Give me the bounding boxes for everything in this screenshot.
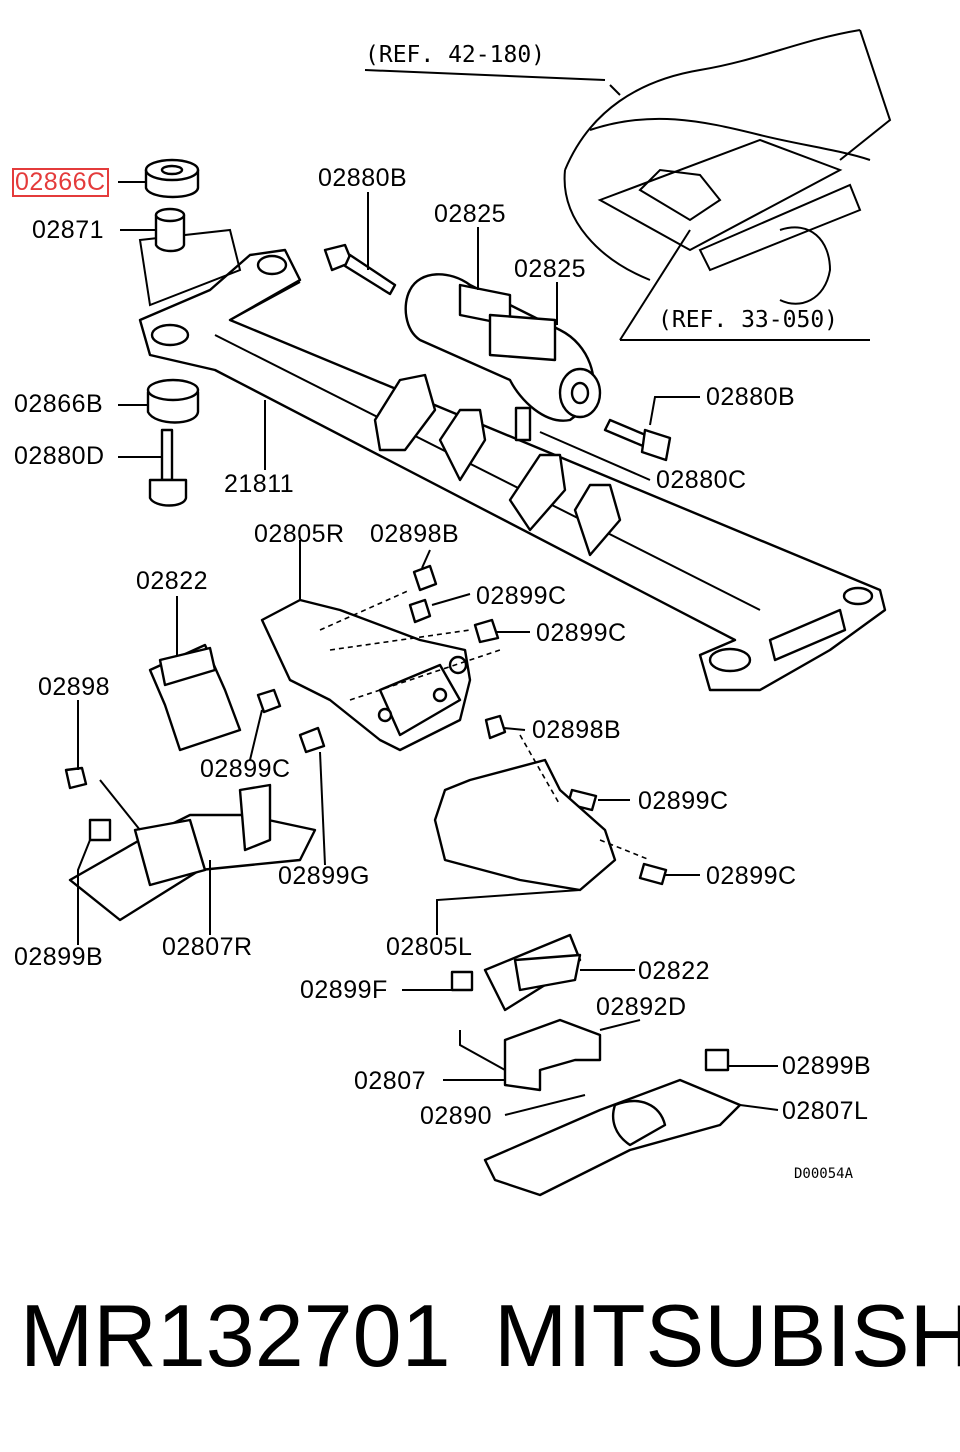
crossmember-drawing xyxy=(138,228,887,692)
callout-02825-a[interactable]: 02825 xyxy=(434,200,507,228)
callout-02899C-1[interactable]: 02899C xyxy=(476,582,567,610)
callout-02805R[interactable]: 02805R xyxy=(254,520,345,548)
insulator-02822-left-drawing xyxy=(148,643,242,752)
reference-label-top: (REF. 42-180) xyxy=(365,42,546,68)
insulator-02825-drawing xyxy=(404,273,602,422)
bolt-02880B-right-drawing xyxy=(603,418,672,462)
callout-02807[interactable]: 02807 xyxy=(354,1067,427,1095)
bracket-02807L-drawing xyxy=(483,1078,742,1197)
callout-02866C[interactable]: 02866C xyxy=(12,168,109,197)
callout-02805L[interactable]: 02805L xyxy=(386,933,473,961)
callout-02899G[interactable]: 02899G xyxy=(278,862,370,890)
callout-02807R[interactable]: 02807R xyxy=(162,933,253,961)
callout-21811[interactable]: 21811 xyxy=(224,470,295,498)
brand-title: MITSUBISHI xyxy=(494,1286,960,1385)
callout-02899C-2[interactable]: 02899C xyxy=(536,619,627,647)
fasteners-drawing xyxy=(64,564,730,1072)
bolt-02880C-drawing xyxy=(514,406,532,442)
callout-02825-b[interactable]: 02825 xyxy=(514,255,587,283)
bolt-02880D-drawing xyxy=(148,428,188,507)
leader-lines xyxy=(77,181,779,1116)
callout-02807L[interactable]: 02807L xyxy=(782,1097,869,1125)
callout-02866B[interactable]: 02866B xyxy=(14,390,104,418)
engine-mount-exploded-diagram xyxy=(64,29,892,1197)
callout-02880B-right[interactable]: 02880B xyxy=(706,383,796,411)
bracket-02805R-drawing xyxy=(260,589,501,752)
bolt-02880B-top-drawing xyxy=(323,243,397,296)
callout-02871[interactable]: 02871 xyxy=(32,216,105,244)
callout-02899B-right[interactable]: 02899B xyxy=(782,1052,872,1080)
callout-02899C-3[interactable]: 02899C xyxy=(200,755,291,783)
bushing-02866C-drawing xyxy=(144,158,200,199)
callout-02899C-5[interactable]: 02899C xyxy=(706,862,797,890)
callout-02899C-4[interactable]: 02899C xyxy=(638,787,729,815)
diagram-code: D00054A xyxy=(794,1166,854,1182)
callout-02898[interactable]: 02898 xyxy=(38,673,111,701)
callout-02890[interactable]: 02890 xyxy=(420,1102,493,1130)
vehicle-reference-inset xyxy=(364,29,892,341)
callout-02898B-top[interactable]: 02898B xyxy=(370,520,460,548)
callout-02880C[interactable]: 02880C xyxy=(656,466,747,494)
callout-02899B-left[interactable]: 02899B xyxy=(14,943,104,971)
bracket-02805L-drawing xyxy=(433,734,651,892)
callout-02899F[interactable]: 02899F xyxy=(300,976,388,1004)
part-number-title: MR132701 xyxy=(20,1286,451,1385)
callout-02880B-top[interactable]: 02880B xyxy=(318,164,408,192)
callout-02880D[interactable]: 02880D xyxy=(14,442,105,470)
callout-02822-left[interactable]: 02822 xyxy=(136,567,209,595)
bracket-02807R-drawing xyxy=(68,783,317,922)
callout-02892D[interactable]: 02892D xyxy=(596,993,687,1021)
bracket-02807-drawing xyxy=(503,1018,602,1092)
callout-02898B-mid[interactable]: 02898B xyxy=(532,716,622,744)
reference-label-bottom: (REF. 33-050) xyxy=(658,307,839,333)
callout-02822-right[interactable]: 02822 xyxy=(638,957,711,985)
bushing-02866B-drawing xyxy=(146,378,200,424)
insulator-02822-right-drawing xyxy=(483,933,582,1012)
collar-02871-drawing xyxy=(154,207,186,253)
